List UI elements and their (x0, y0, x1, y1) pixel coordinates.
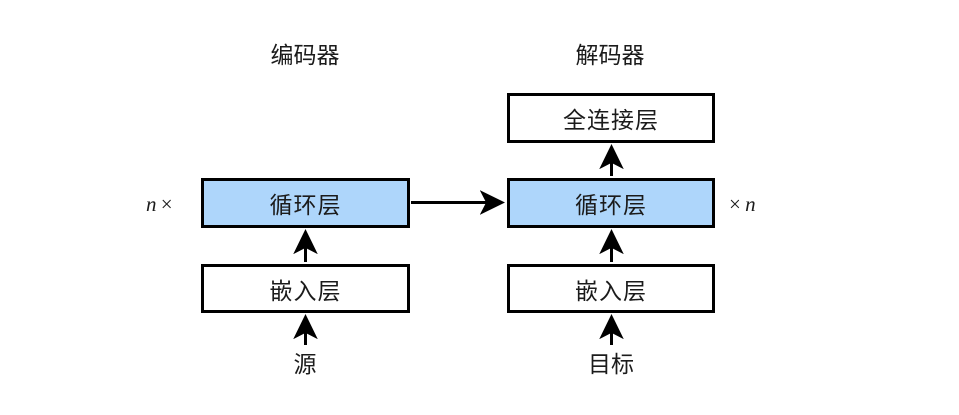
decoder-recurrent-layer-box: 循环层 (507, 178, 715, 228)
encoder-repeat-multiplier: n × (146, 194, 173, 215)
decoder-dense-layer-box: 全连接层 (507, 93, 715, 143)
decoder-column-title: 解码器 (575, 42, 645, 68)
encoder-column-title: 编码器 (270, 42, 340, 68)
encoder-multiplier-symbol: n (146, 192, 157, 216)
encoder-recurrent-layer-box: 循环层 (201, 178, 410, 228)
decoder-embedding-layer-box: 嵌入层 (507, 264, 715, 313)
encoder-embedding-layer-box: 嵌入层 (201, 264, 410, 313)
decoder-input-label-target: 目标 (588, 351, 634, 377)
encoder-multiplier-times: × (160, 192, 173, 216)
decoder-multiplier-times: × (729, 192, 741, 216)
decoder-multiplier-symbol: n (745, 192, 756, 216)
encoder-input-label-source: 源 (293, 351, 317, 377)
decoder-repeat-multiplier: × n (729, 194, 756, 215)
